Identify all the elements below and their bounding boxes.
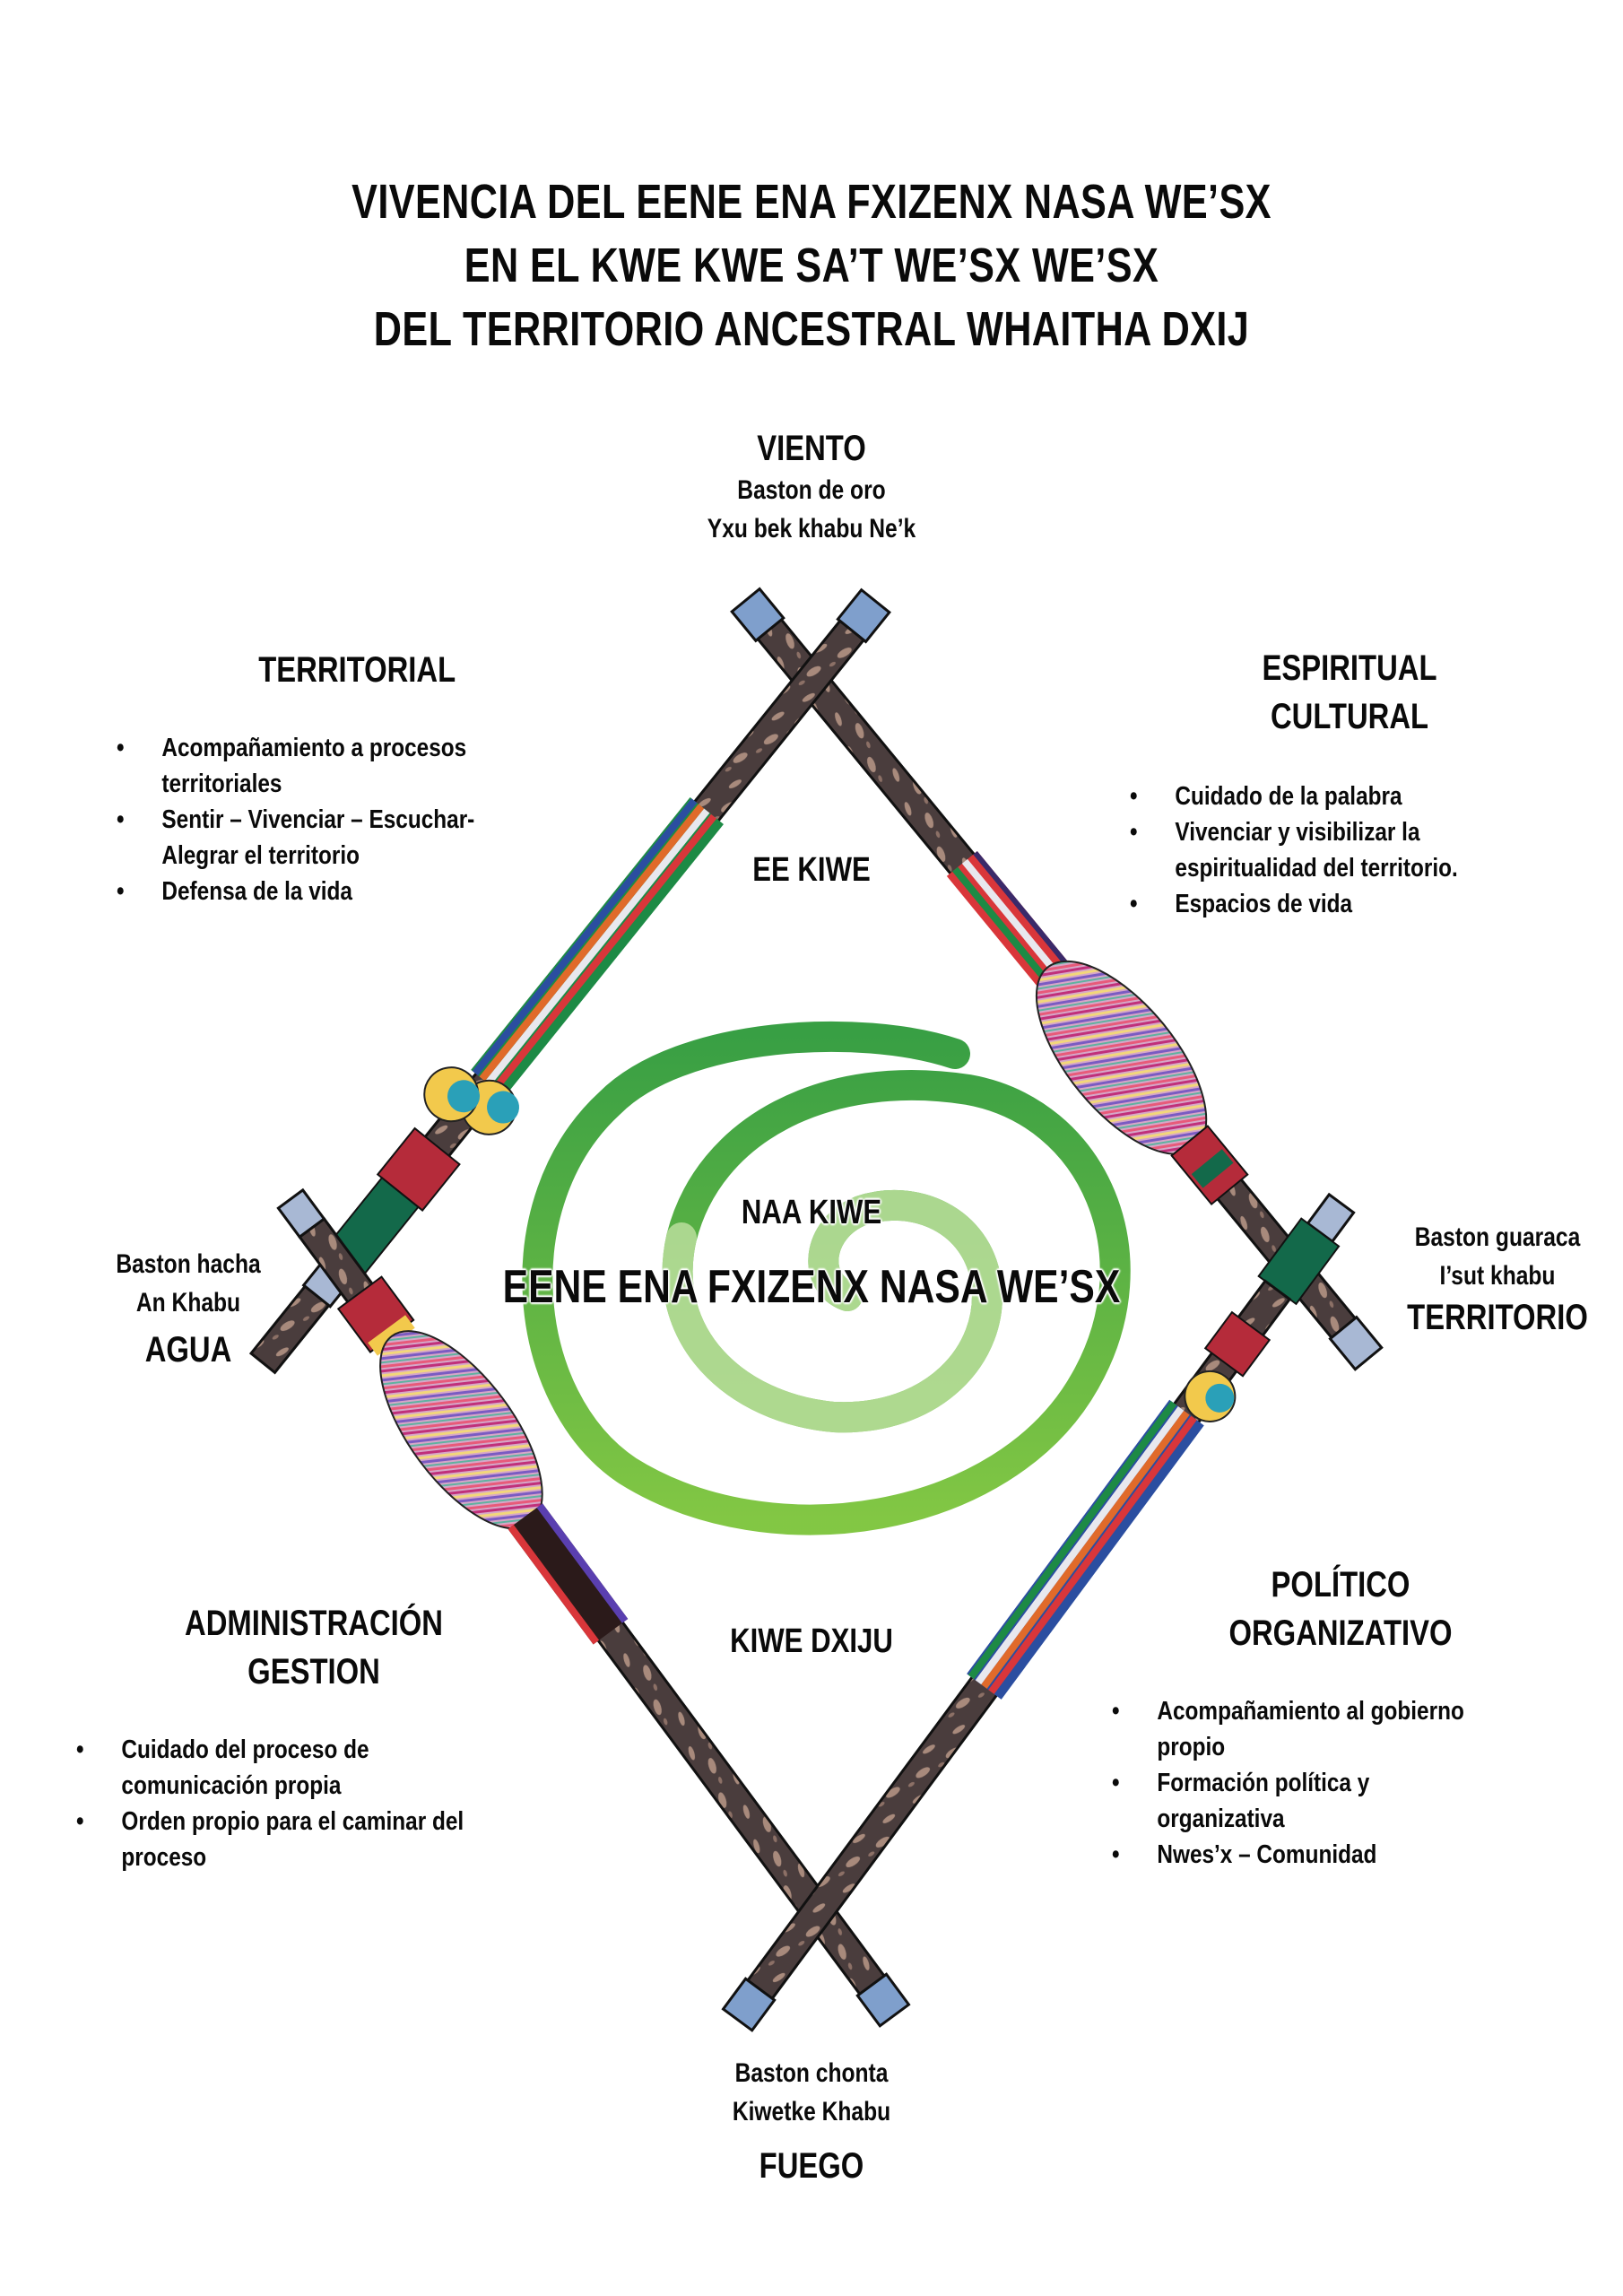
staff-end-icon [1328,1315,1384,1371]
bullet-icon: • [1112,1769,1120,1797]
staff-tip-icon [855,1972,911,2028]
staff-tip-icon [730,587,785,643]
staff-name: Baston de oro [737,475,886,505]
staff-name: Baston guaraca [1414,1222,1581,1252]
section-territorial: TERRITORIAL •Acompañamiento a procesos t… [117,646,583,909]
list-item: •Vivenciar y visibilizar la espiritualid… [1130,814,1499,886]
staff-left-to-bottom [276,1187,911,2028]
direction-top-viento: VIENTO Baston de oro Yxu bek khabu Ne’k [587,426,1036,548]
staff-name-nasa: I’sut khabu [1439,1261,1556,1291]
section-title: POLÍTICO ORGANIZATIVO [1228,1565,1453,1653]
direction-name: FUEGO [759,2146,864,2186]
section-title: ADMINISTRACIÓN GESTION [185,1604,443,1692]
list-item: •Orden propio para el caminar del proces… [76,1804,475,1875]
direction-name: AGUA [144,1330,232,1370]
label-center-main: EENE ENA FXIZENX NASA WE’SX [502,1261,1121,1313]
staff-name-nasa: Kiwetke Khabu [732,2097,891,2126]
bullet-icon: • [76,1735,84,1764]
list-item: •Acompañamiento al gobierno propio [1112,1693,1496,1765]
bullet-icon: • [76,1807,84,1836]
ribbons [508,1503,629,1645]
direction-name: VIENTO [757,429,866,468]
spiral-inner-arm [662,1189,1002,1433]
bullet-icon: • [1112,1840,1120,1869]
section-list: •Cuidado del proceso de comunicación pro… [76,1732,475,1875]
bullet-icon: • [117,734,125,762]
direction-name: TERRITORIO [1407,1298,1588,1337]
section-administracion-gestion: ADMINISTRACIÓN GESTION •Cuidado del proc… [76,1599,551,1875]
direction-left-agua: Baston hacha An Khabu AGUA [54,1245,323,1372]
section-politico-organizativo: POLÍTICO ORGANIZATIVO •Acompañamiento al… [1112,1561,1569,1873]
list-item: •Nwes’x – Comunidad [1112,1837,1496,1873]
staff-name-nasa: An Khabu [135,1288,241,1318]
staff-name: Baston hacha [116,1249,261,1279]
section-list: •Acompañamiento al gobierno propio •Form… [1112,1693,1496,1873]
section-list: •Acompañamiento a procesos territoriales… [117,730,508,909]
direction-right-territorio: Baston guaraca I’sut khabu TERRITORIO [1372,1218,1623,1340]
staff-right-to-bottom [721,1192,1356,2032]
staff-name: Baston chonta [734,2058,889,2088]
title-line-3: DEL TERRITORIO ANCESTRAL WHAITHA DXIJ [373,302,1250,356]
list-item: •Sentir – Vivenciar – Escuchar- Alegrar … [117,802,508,874]
bullet-icon: • [1130,818,1138,847]
staff-tip-icon [721,1977,777,2032]
section-title: ESPIRITUAL CULTURAL [1262,648,1437,736]
spiral-naa-kiwe [522,1021,1131,1535]
bullet-icon: • [1112,1697,1120,1726]
title-line-2: EN EL KWE KWE SA’T WE’SX WE’SX [464,239,1159,292]
list-item: •Espacios de vida [1130,886,1499,922]
bullet-icon: • [1130,890,1138,918]
bullet-icon: • [117,877,125,906]
direction-bottom-fuego: Baston chonta Kiwetke Khabu FUEGO [587,2054,1036,2188]
list-item: •Defensa de la vida [117,874,508,909]
staff-name-nasa: Yxu bek khabu Ne’k [707,514,916,544]
label-kiwe-dxiju: KIWE DXIJU [730,1622,893,1660]
cloth-wrap [1203,1310,1271,1378]
section-list: •Cuidado de la palabra •Vivenciar y visi… [1130,778,1499,922]
staff-tip-icon [836,587,891,644]
bullet-icon: • [117,805,125,834]
list-item: •Acompañamiento a procesos territoriales [117,730,508,802]
page-title: VIVENCIA DEL EENE ENA FXIZENX NASA WE’SX… [0,170,1623,361]
section-espiritual-cultural: ESPIRITUAL CULTURAL •Cuidado de la palab… [1130,644,1569,922]
label-naa-kiwe: NAA KIWE [741,1194,882,1231]
ribbons [967,1399,1204,1700]
bullet-icon: • [1130,782,1138,811]
list-item: •Formación política y organizativa [1112,1765,1496,1837]
ribbons [471,796,724,1097]
list-item: •Cuidado de la palabra [1130,778,1499,814]
title-line-1: VIVENCIA DEL EENE ENA FXIZENX NASA WE’SX [352,175,1271,229]
section-title: TERRITORIAL [258,650,456,690]
staff-top-left-to-right [730,587,1384,1371]
list-item: •Cuidado del proceso de comunicación pro… [76,1732,475,1804]
label-ee-kiwe: EE KIWE [752,851,871,889]
